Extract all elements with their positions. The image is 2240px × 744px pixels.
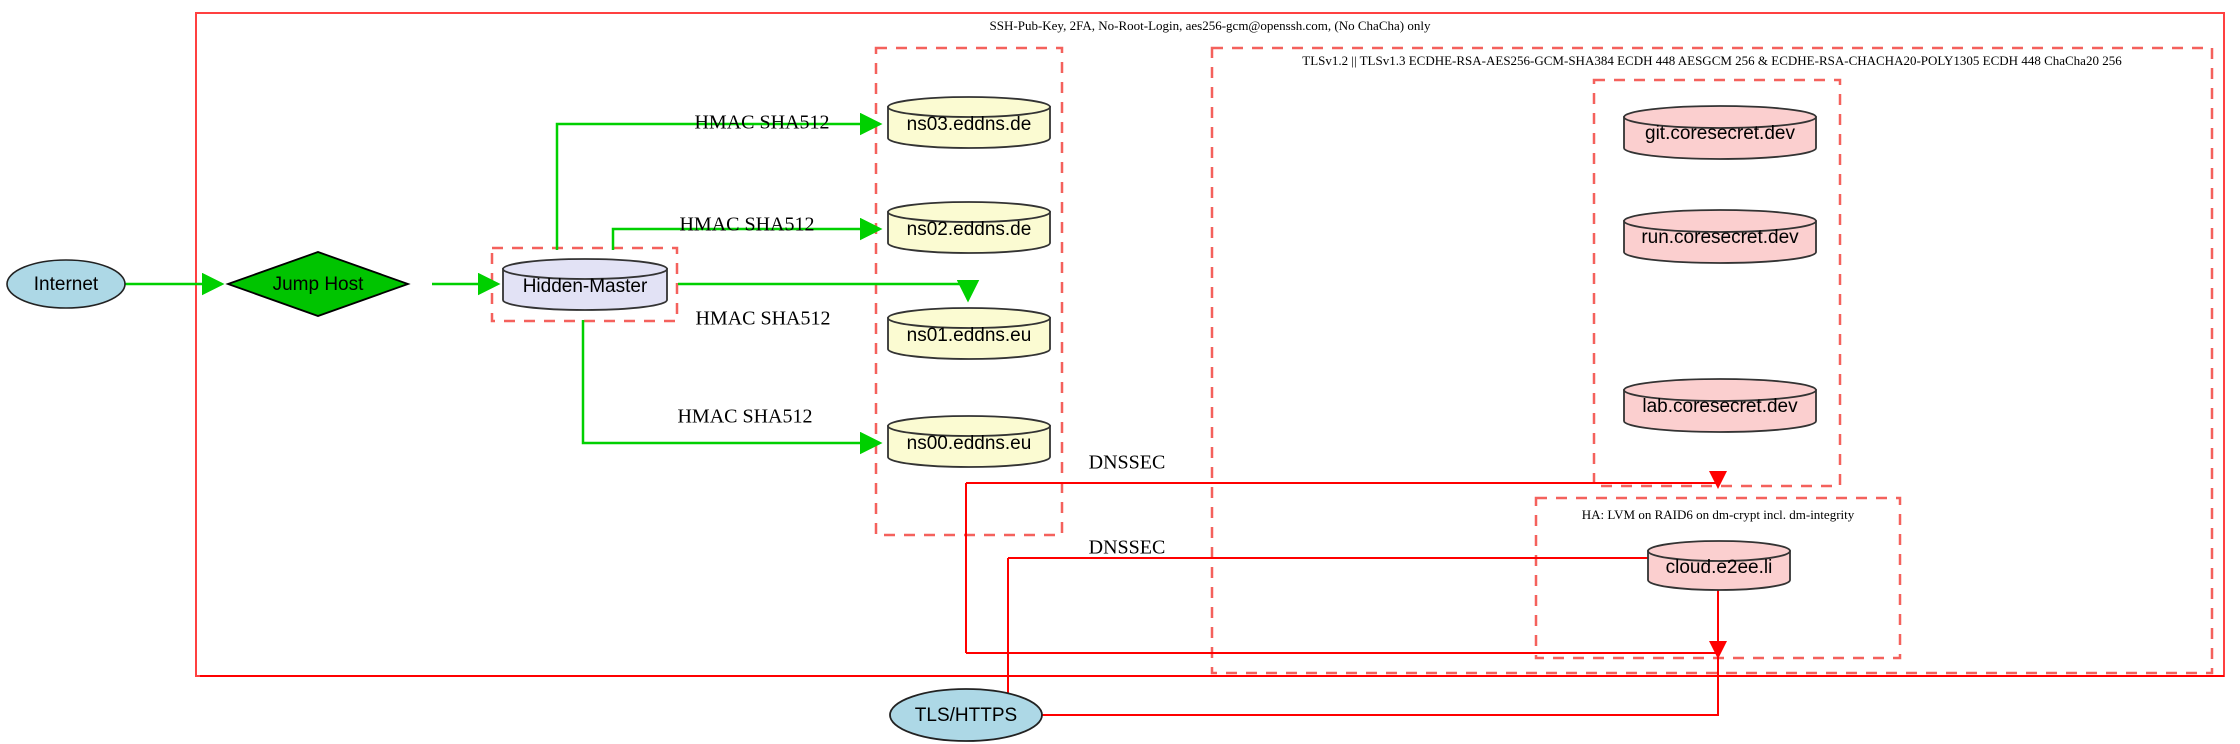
- ns01-top: [887, 307, 1051, 329]
- node-run-coresecret[interactable]: run.coresecret.dev: [1623, 209, 1817, 264]
- edge-label-hmac-ns03: HMAC SHA512: [694, 112, 829, 134]
- node-internet[interactable]: Internet: [6, 259, 126, 309]
- ns00-label: ns00.eddns.eu: [907, 433, 1032, 454]
- ns01-body: [887, 317, 1051, 360]
- node-cloud-e2ee[interactable]: cloud.e2ee.li: [1647, 540, 1791, 591]
- ns03-top: [887, 96, 1051, 118]
- cluster-tls-boundary: [1210, 46, 2214, 675]
- hidden-master-label: Hidden-Master: [523, 276, 648, 297]
- internet-ellipse: [6, 259, 126, 309]
- node-ns02[interactable]: ns02.eddns.de: [887, 201, 1051, 254]
- git-label: git.coresecret.dev: [1645, 123, 1795, 144]
- edge-master-to-ns00: [581, 320, 883, 455]
- edge-label-hmac-ns02: HMAC SHA512: [679, 214, 814, 236]
- ns00-body: [887, 425, 1051, 468]
- edge-master-to-ns01: [678, 280, 980, 303]
- cluster-services-boundary: [1592, 78, 1842, 488]
- node-jump-host[interactable]: Jump Host: [225, 251, 411, 317]
- edge-label-dnssec-lower: DNSSEC: [1089, 537, 1166, 559]
- edge-master-to-ns03: [555, 112, 883, 250]
- cluster-ssh-label: SSH-Pub-Key, 2FA, No-Root-Login, aes256-…: [990, 18, 1431, 33]
- run-body: [1623, 220, 1817, 264]
- edge-master-to-ns02: [611, 217, 883, 250]
- edge-label-hmac-ns00: HMAC SHA512: [677, 406, 812, 428]
- lab-body: [1623, 389, 1817, 433]
- tls-https-ellipse: [889, 688, 1043, 742]
- cluster-dns-boundary: [874, 46, 1064, 537]
- cloud-label: cloud.e2ee.li: [1666, 557, 1773, 578]
- node-ns03[interactable]: ns03.eddns.de: [887, 96, 1051, 149]
- ns03-label: ns03.eddns.de: [907, 114, 1032, 135]
- hidden-master-top: [502, 258, 668, 280]
- cluster-ssh-boundary: [195, 12, 2225, 677]
- ns02-label: ns02.eddns.de: [907, 219, 1032, 240]
- git-body: [1623, 116, 1817, 160]
- cloud-body: [1647, 550, 1791, 591]
- edge-label-hmac-ns01: HMAC SHA512: [695, 308, 830, 330]
- cluster-tls-label: TLSv1.2 || TLSv1.3 ECDHE-RSA-AES256-GCM-…: [1302, 53, 2122, 68]
- ns03-body: [887, 106, 1051, 149]
- hidden-master-body: [502, 268, 668, 311]
- internet-label: Internet: [34, 274, 99, 295]
- ns02-top: [887, 201, 1051, 223]
- edge-dnssec-upper: [966, 471, 1727, 489]
- ns02-body: [887, 211, 1051, 254]
- edge-tlshttps-right: [1038, 560, 1719, 716]
- lab-top: [1623, 378, 1817, 402]
- git-top: [1623, 105, 1817, 129]
- node-hidden-master[interactable]: Hidden-Master: [502, 258, 668, 311]
- jump-host-label: Jump Host: [273, 274, 365, 295]
- cluster-master-boundary: [490, 246, 679, 323]
- edge-dnssec-upper-tail: [966, 641, 1727, 659]
- node-git-coresecret[interactable]: git.coresecret.dev: [1623, 105, 1817, 160]
- node-ns00[interactable]: ns00.eddns.eu: [887, 415, 1051, 468]
- ns00-top: [887, 415, 1051, 437]
- cloud-top: [1647, 540, 1791, 562]
- node-tls-https[interactable]: TLS/HTTPS: [889, 688, 1043, 742]
- edge-label-dnssec-upper: DNSSEC: [1089, 452, 1166, 474]
- node-lab-coresecret[interactable]: lab.coresecret.dev: [1623, 378, 1817, 433]
- ns01-label: ns01.eddns.eu: [907, 325, 1032, 346]
- jump-host-diamond: [225, 251, 411, 317]
- cluster-ha-label: HA: LVM on RAID6 on dm-crypt incl. dm-in…: [1582, 507, 1855, 522]
- tls-https-label: TLS/HTTPS: [915, 705, 1017, 726]
- run-top: [1623, 209, 1817, 233]
- node-ns01[interactable]: ns01.eddns.eu: [887, 307, 1051, 360]
- run-label: run.coresecret.dev: [1641, 227, 1799, 248]
- lab-label: lab.coresecret.dev: [1642, 396, 1798, 417]
